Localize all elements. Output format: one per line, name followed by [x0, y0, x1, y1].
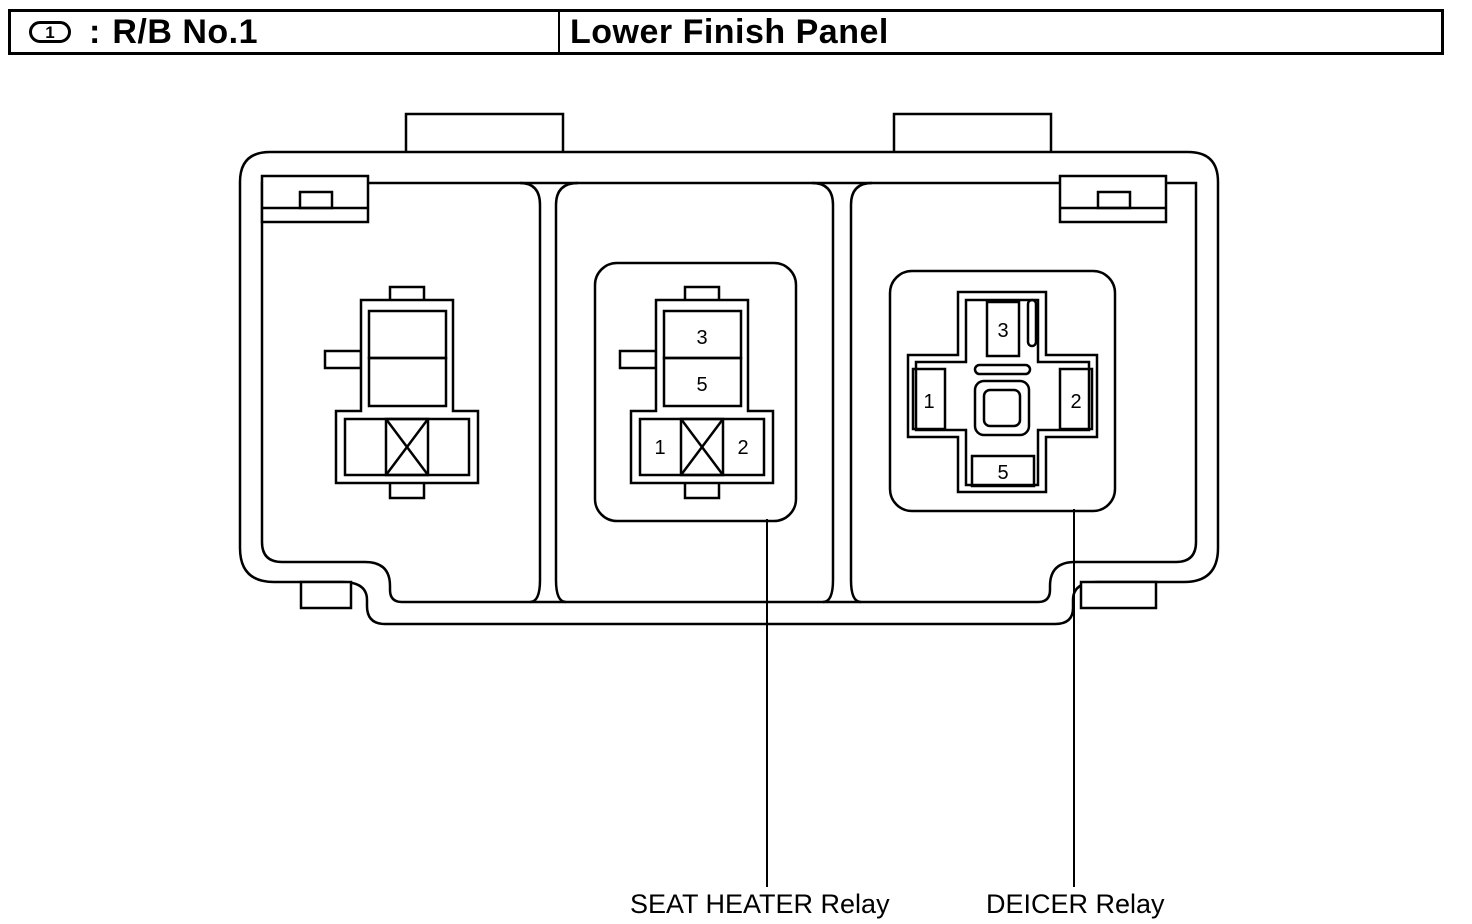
seat-heater-pin-2: 2 — [737, 437, 748, 459]
deicer-pin-3: 3 — [997, 320, 1008, 342]
top-tab-left — [404, 112, 565, 156]
bottom-tab-left — [299, 580, 353, 610]
connector-number-badge: 1 — [29, 21, 71, 43]
seat-heater-pin-1: 1 — [654, 437, 665, 459]
latch-left — [260, 174, 370, 224]
seat-heater-pin-5: 5 — [696, 374, 707, 396]
compartment-divider-right-inner — [849, 181, 873, 604]
relay-block-inner-wall — [260, 181, 1198, 604]
deicer-relay-label: DEICER Relay — [986, 889, 1165, 919]
compartment-divider-right — [811, 181, 835, 604]
connector-name: R/B No.1 — [112, 12, 259, 51]
deicer-relay-socket: 3 1 2 5 — [888, 269, 1117, 513]
deicer-pin-1: 1 — [923, 391, 934, 413]
seat-heater-pin-3: 3 — [696, 327, 707, 349]
deicer-pin-2: 2 — [1070, 391, 1081, 413]
bottom-tab-right — [1079, 580, 1158, 610]
connector-header: 1 : R/B No.1 Lower Finish Panel — [8, 9, 1444, 55]
seat-heater-relay-socket: 3 5 1 2 — [593, 261, 798, 523]
deicer-pin-5: 5 — [997, 462, 1008, 484]
location-name: Lower Finish Panel — [570, 12, 889, 51]
connector-id-cell: 1 : R/B No.1 — [11, 12, 560, 52]
seat-heater-relay-label: SEAT HEATER Relay — [630, 889, 890, 919]
compartment-divider-left — [519, 181, 542, 604]
connector-separator: : — [89, 12, 101, 51]
location-cell: Lower Finish Panel — [560, 12, 1441, 52]
compartment-divider-left-inner — [554, 181, 579, 604]
top-tab-right — [892, 112, 1053, 156]
latch-right — [1058, 174, 1168, 224]
relay-socket-left — [323, 285, 480, 500]
